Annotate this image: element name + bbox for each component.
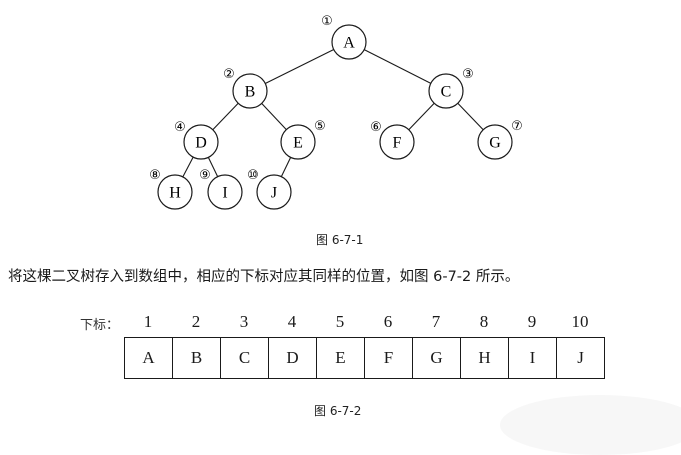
tree-node-label: I bbox=[222, 185, 227, 202]
array-index-number: 9 bbox=[527, 312, 537, 331]
tree-node-circle bbox=[331, 24, 367, 60]
tree-node-J: J⑩ bbox=[247, 168, 292, 210]
tree-node-label: G bbox=[489, 135, 501, 152]
array-cell: F bbox=[365, 337, 413, 379]
array-cell: E bbox=[317, 337, 365, 379]
array-index-number: 3 bbox=[239, 312, 249, 331]
tree-node-label: E bbox=[293, 135, 303, 152]
array-cell: I bbox=[509, 337, 557, 379]
description-text: 将这棵二叉树存入到数组中，相应的下标对应其同样的位置，如图 6-7-2 所示。 bbox=[8, 269, 520, 285]
tree-node-index-number: ③ bbox=[462, 67, 474, 82]
tree-node-circle bbox=[280, 124, 316, 160]
tree-node-label: F bbox=[393, 135, 402, 152]
array-index-number: 8 bbox=[479, 312, 489, 331]
tree-node-circle bbox=[232, 73, 268, 109]
array-index-number: 1 bbox=[143, 312, 153, 331]
tree-edge-D-H bbox=[182, 156, 194, 178]
array-index-number: 5 bbox=[335, 312, 345, 331]
array-cell: A bbox=[125, 337, 173, 379]
tree-node-H: H⑧ bbox=[149, 168, 193, 210]
tree-edge-A-B bbox=[264, 49, 335, 84]
tree-node-circle bbox=[379, 124, 415, 160]
tree-node-index-number: ④ bbox=[174, 120, 186, 135]
tree-edge-E-J bbox=[280, 157, 292, 177]
array-cell: B bbox=[173, 337, 221, 379]
tree-node-C: C③ bbox=[428, 67, 474, 109]
tree-edges bbox=[182, 49, 484, 178]
tree-node-label: A bbox=[343, 35, 355, 52]
array-cell: J bbox=[557, 337, 605, 379]
figure-caption-tree: 图 6-7-1 bbox=[316, 233, 364, 247]
array-index-number: 10 bbox=[571, 312, 589, 331]
tree-node-index-number: ② bbox=[223, 67, 235, 82]
tree-node-E: E⑤ bbox=[280, 119, 326, 160]
tree-edge-C-F bbox=[408, 102, 435, 131]
tree-node-index-number: ⑤ bbox=[314, 119, 326, 134]
tree-node-F: F⑥ bbox=[370, 120, 415, 160]
figure-caption-array: 图 6-7-2 bbox=[314, 404, 362, 418]
tree-node-index-number: ⑦ bbox=[511, 119, 523, 134]
tree-node-label: H bbox=[169, 185, 181, 202]
tree-node-index-number: ⑧ bbox=[149, 168, 161, 183]
tree-node-label: D bbox=[195, 135, 207, 152]
tree-edge-A-C bbox=[363, 49, 432, 84]
tree-node-index-number: ⑩ bbox=[247, 168, 259, 183]
array-cell: C bbox=[221, 337, 269, 379]
array-index-number: 2 bbox=[191, 312, 201, 331]
array-index-number: 4 bbox=[287, 312, 297, 331]
tree-node-B: B② bbox=[223, 67, 268, 109]
tree-node-index-number: ① bbox=[321, 14, 333, 29]
tree-node-circle bbox=[207, 174, 243, 210]
array-index-number: 6 bbox=[383, 312, 393, 331]
tree-edge-B-E bbox=[261, 103, 287, 130]
tree-node-G: G⑦ bbox=[477, 119, 523, 160]
index-label: 下标： bbox=[80, 318, 120, 333]
tree-node-label: J bbox=[271, 185, 277, 202]
tree-node-label: C bbox=[441, 84, 452, 101]
tree-node-I: I⑨ bbox=[199, 168, 243, 210]
tree-edge-C-G bbox=[457, 102, 484, 131]
tree-edge-D-I bbox=[207, 157, 219, 177]
tree-node-index-number: ⑨ bbox=[199, 168, 211, 183]
tree-node-circle bbox=[477, 124, 513, 160]
array-cell: G bbox=[413, 337, 461, 379]
array-cell: H bbox=[461, 337, 509, 379]
tree-node-index-number: ⑥ bbox=[370, 120, 382, 135]
tree-node-circle bbox=[183, 124, 219, 160]
tree-node-A: A① bbox=[321, 14, 367, 60]
array-cell: D bbox=[269, 337, 317, 379]
tree-edge-B-D bbox=[212, 102, 239, 131]
tree-node-label: B bbox=[245, 84, 256, 101]
tree-node-circle bbox=[428, 73, 464, 109]
watermark-shade bbox=[500, 395, 681, 455]
array-index-number: 7 bbox=[431, 312, 441, 331]
tree-node-circle bbox=[157, 174, 193, 210]
tree-node-D: D④ bbox=[174, 120, 219, 160]
tree-node-circle bbox=[256, 174, 292, 210]
